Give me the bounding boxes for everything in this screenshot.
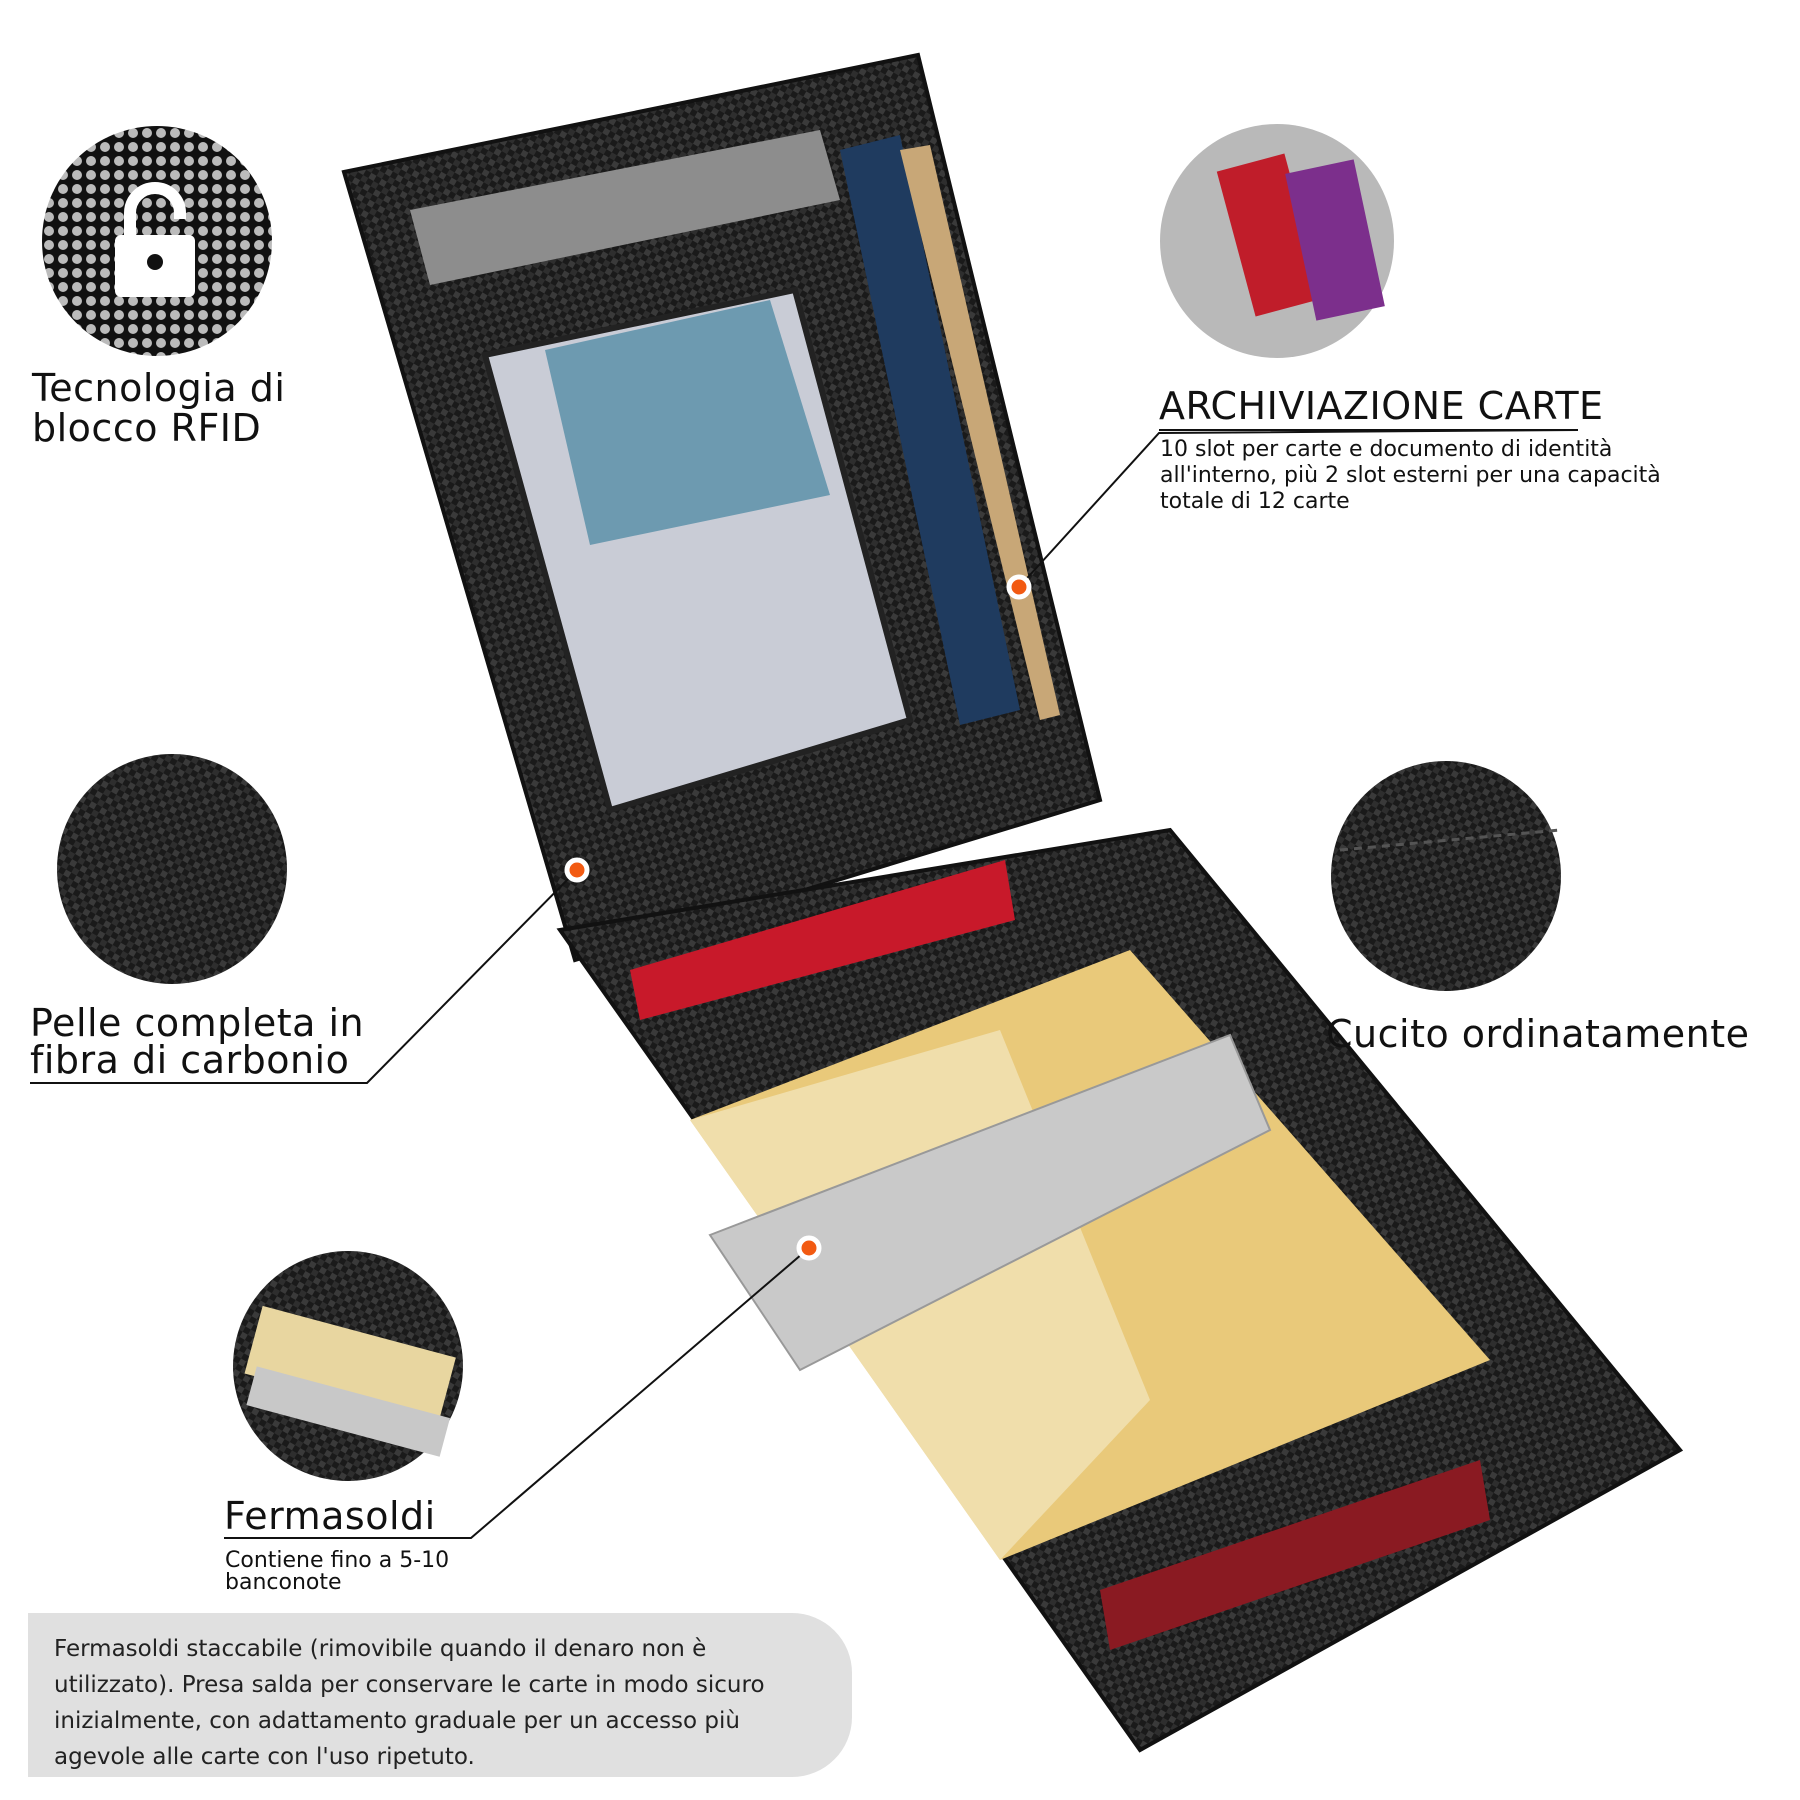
- card-bottom: [1100, 1460, 1490, 1650]
- card-red: [630, 860, 1015, 1020]
- card-storage-desc-line1: 10 slot per carte e documento di identit…: [1160, 437, 1613, 462]
- card-blue: [840, 135, 1020, 725]
- leather-title: Pelle completa in fibra di carbonio: [30, 1001, 365, 1082]
- money-clip-subtitle-line2: banconote: [225, 1570, 342, 1595]
- money-clip-subtitle-line1: Contiene fino a 5-10: [225, 1548, 450, 1573]
- money-clip: [708, 1033, 1272, 1372]
- padlock-icon: [115, 182, 195, 297]
- leader-leather: [30, 869, 578, 1084]
- card-storage-desc: 10 slot per carte e documento di identit…: [1160, 437, 1661, 515]
- id-photo: [545, 300, 830, 545]
- rfid-title-line1: Tecnologia di: [32, 366, 286, 410]
- card-storage-title: ARCHIVIAZIONE CARTE: [1159, 384, 1604, 428]
- leader-money-clip: [224, 1247, 810, 1539]
- leader-card-storage: [1018, 429, 1579, 588]
- rfid-title-line2: blocco RFID: [32, 406, 262, 450]
- money-clip-note: Fermasoldi staccabile (rimovibile quando…: [28, 1613, 852, 1777]
- card-silver: [410, 130, 840, 285]
- card-storage-desc-line3: totale di 12 carte: [1160, 489, 1350, 514]
- money-clip-title: Fermasoldi: [224, 1494, 436, 1538]
- rfid-title: Tecnologia di blocco RFID: [32, 368, 285, 448]
- hotspot-dot: [564, 857, 590, 883]
- hotspot-dot: [796, 1235, 822, 1261]
- carbon-leather-circle: [57, 754, 287, 984]
- card-storage-desc-line2: all'interno, più 2 slot esterni per una …: [1160, 463, 1661, 488]
- hotspot-dot: [1006, 574, 1032, 600]
- leather-title-line2: fibra di carbonio: [30, 1038, 350, 1082]
- money-clip-subtitle: Contiene fino a 5-10 banconote: [225, 1550, 449, 1594]
- leather-title-line1: Pelle completa in: [30, 1001, 365, 1045]
- stitching-title: Cucito ordinatamente: [1326, 1012, 1750, 1056]
- stitching-circle: [1331, 761, 1561, 991]
